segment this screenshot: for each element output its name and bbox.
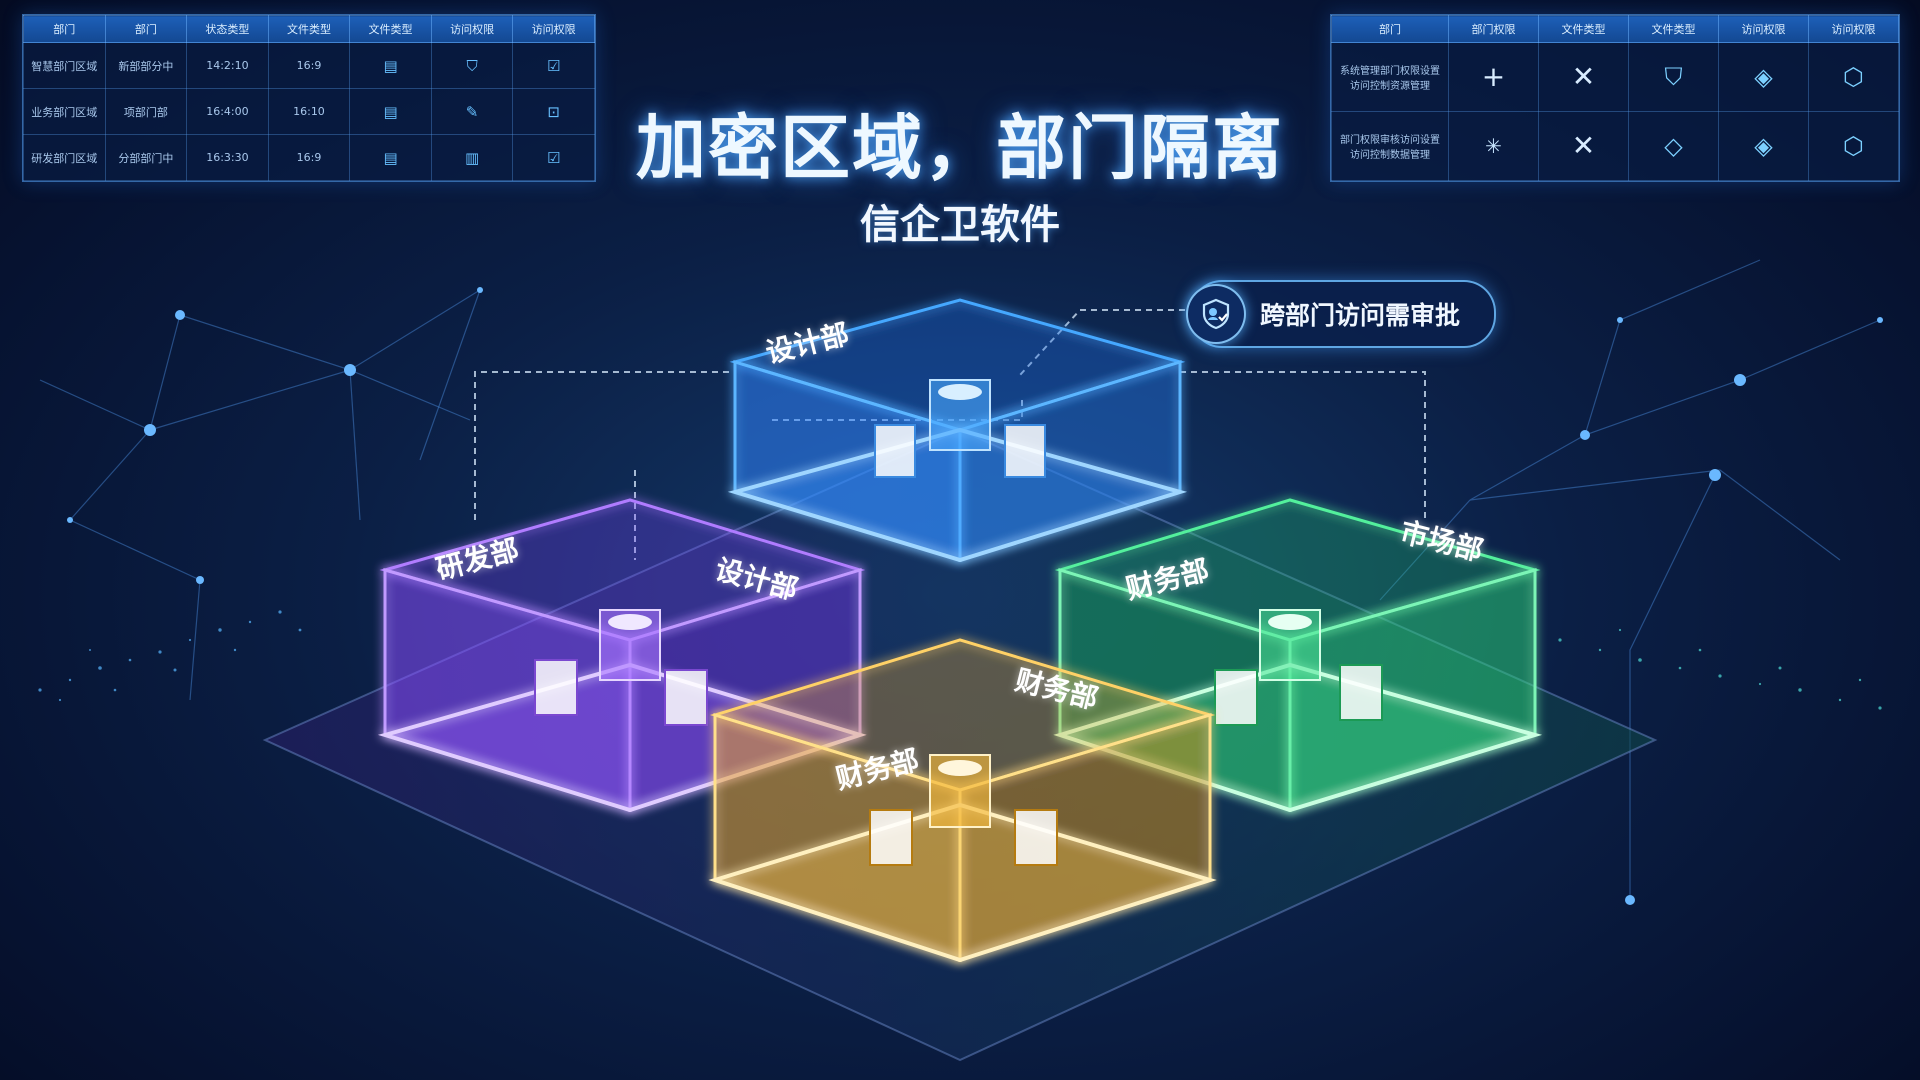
table-cell: ✕ (1538, 111, 1629, 181)
table-cell: 16:4:00 (186, 88, 269, 135)
document-icon: ▤ (383, 102, 398, 121)
left-header-7: 访问权限 (512, 15, 595, 43)
checkbox-icon: ☑ (546, 148, 561, 167)
layers-icon: ◈ (1754, 63, 1773, 91)
table-cell: ▥ (430, 134, 514, 181)
table-cell: + (1448, 42, 1539, 112)
table-cell: ▤ (349, 134, 432, 181)
left-header-4: 文件类型 (267, 15, 351, 43)
edit-document-icon: ✎ (465, 102, 479, 121)
table-cell: ✳ (1448, 111, 1539, 181)
right-header-3: 文件类型 (1538, 15, 1629, 43)
left-data-table: 部门 部门 状态类型 文件类型 文件类型 访问权限 访问权限 智慧部门区域 新部… (23, 15, 595, 181)
plus-icon: + (1481, 60, 1506, 93)
row-label-line2: 访问控制数据管理 (1350, 150, 1430, 161)
left-header-3: 状态类型 (186, 15, 269, 43)
row-label-line1: 部门权限审核访问设置 (1340, 135, 1440, 146)
document-icon: ▤ (383, 56, 398, 75)
table-row[interactable]: 系统管理部门权限设置 访问控制资源管理 + ✕ ⛉ ◈ ⬡ (1331, 42, 1899, 112)
document-icon: ▤ (383, 148, 398, 167)
table-cell: 分部部门中 (104, 134, 188, 181)
row-label-line1: 系统管理部门权限设置 (1340, 66, 1440, 77)
subtitle: 信企卫软件 (860, 202, 1060, 248)
table-cell: ⊡ (512, 88, 595, 135)
right-header-2: 部门权限 (1448, 15, 1539, 43)
lock-icon: ⊡ (547, 102, 560, 121)
approval-shield-icon (1186, 284, 1246, 344)
checkbox-icon: ☑ (546, 56, 561, 75)
left-data-table-panel: 部门 部门 状态类型 文件类型 文件类型 访问权限 访问权限 智慧部门区域 新部… (22, 14, 596, 182)
left-header-5: 文件类型 (349, 15, 432, 43)
left-header-1: 部门 (23, 15, 106, 43)
cross-icon: ✕ (1571, 129, 1596, 162)
shield-check-icon: ⛉ (466, 56, 478, 75)
table-cell: ⬡ (1808, 42, 1899, 112)
table-cell: 部门权限审核访问设置 访问控制数据管理 (1331, 111, 1449, 181)
table-cell: 16:10 (267, 88, 351, 135)
table-cell: 16:9 (267, 134, 351, 181)
table-row[interactable]: 研发部门区域 分部部门中 16:3:30 16:9 ▤ ▥ ☑ (23, 134, 595, 181)
table-cell: 智慧部门区域 (23, 42, 106, 89)
right-header-6: 访问权限 (1808, 15, 1899, 43)
file-icon: ▥ (465, 148, 480, 167)
right-permission-table-panel: 部门 部门权限 文件类型 文件类型 访问权限 访问权限 系统管理部门权限设置 访… (1330, 14, 1900, 182)
cross-department-approval-badge: 跨部门访问需审批 (1186, 280, 1496, 348)
table-cell: ✕ (1538, 42, 1629, 112)
zone-finance-center[interactable] (708, 638, 1217, 963)
right-header-4: 文件类型 (1628, 15, 1719, 43)
table-row[interactable]: 智慧部门区域 新部部分中 14:2:10 16:9 ▤ ⛉ ☑ (23, 42, 595, 89)
row-label-line2: 访问控制资源管理 (1350, 81, 1430, 92)
table-cell: 新部部分中 (104, 42, 188, 89)
right-permission-table: 部门 部门权限 文件类型 文件类型 访问权限 访问权限 系统管理部门权限设置 访… (1331, 15, 1899, 181)
table-cell: ⬡ (1808, 111, 1899, 181)
left-header-2: 部门 (104, 15, 188, 43)
main-title: 加密区域，部门隔离 (636, 107, 1284, 189)
layers-icon: ◈ (1754, 132, 1773, 160)
layers-check-icon: ◇ (1664, 132, 1683, 160)
approval-text: 跨部门访问需审批 (1260, 301, 1461, 330)
table-cell: 16:3:30 (186, 134, 269, 181)
zone-rnd[interactable] (377, 498, 867, 813)
asterisk-icon: ✳ (1485, 134, 1502, 158)
zone-design-top[interactable] (727, 298, 1188, 563)
cross-icon: ✕ (1571, 60, 1596, 93)
right-header-1: 部门 (1331, 15, 1449, 43)
table-cell: ☑ (512, 134, 595, 181)
table-cell: ◇ (1628, 111, 1719, 181)
hexagon-shield-icon: ⬡ (1843, 63, 1864, 91)
table-cell: ☑ (512, 42, 595, 89)
table-row[interactable]: 部门权限审核访问设置 访问控制数据管理 ✳ ✕ ◇ ◈ ⬡ (1331, 111, 1899, 181)
left-header-6: 访问权限 (430, 15, 514, 43)
table-cell: 系统管理部门权限设置 访问控制资源管理 (1331, 42, 1449, 112)
hexagon-check-icon: ⬡ (1843, 132, 1864, 160)
shield-layers-icon: ⛉ (1664, 63, 1683, 91)
